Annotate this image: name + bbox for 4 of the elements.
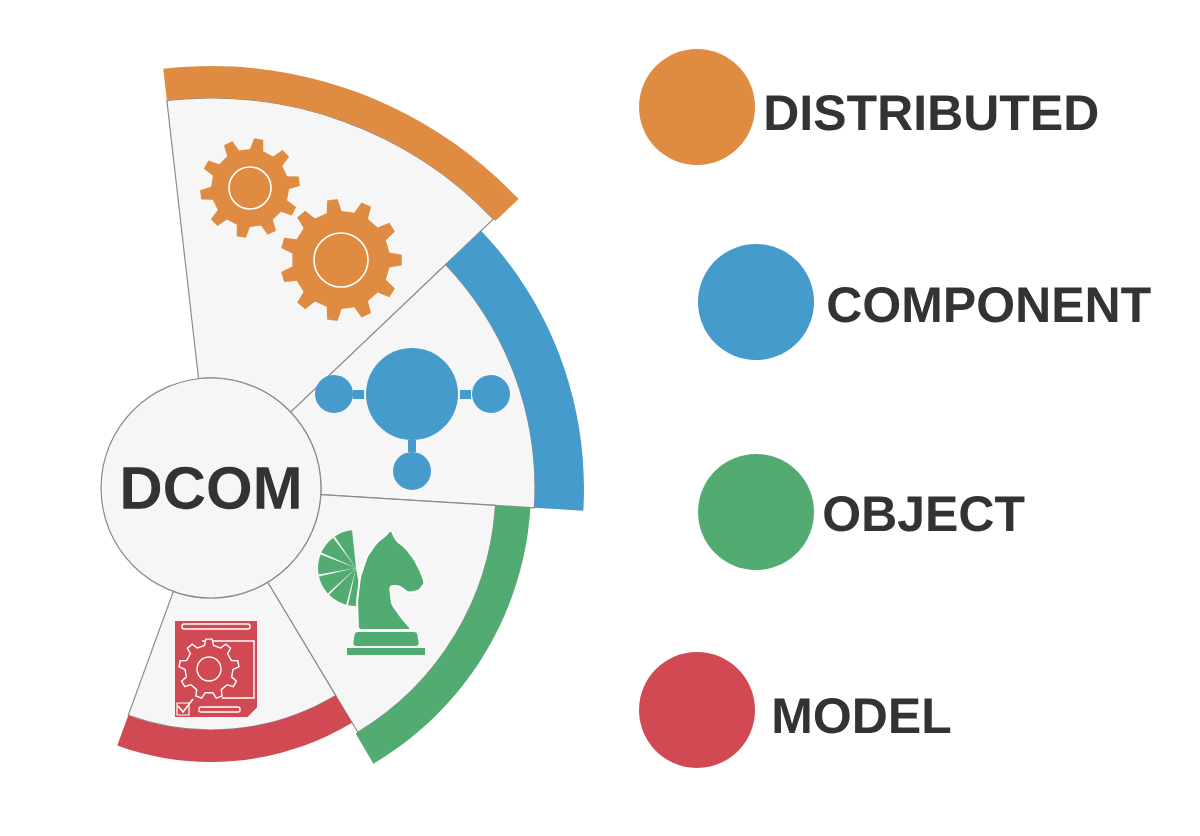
legend-label: DISTRIBUTED (766, 95, 1098, 131)
legend-label: OBJECT (824, 496, 1025, 532)
legend-label: MODEL (774, 698, 951, 734)
legend-label: COMPONENT (828, 287, 1151, 323)
